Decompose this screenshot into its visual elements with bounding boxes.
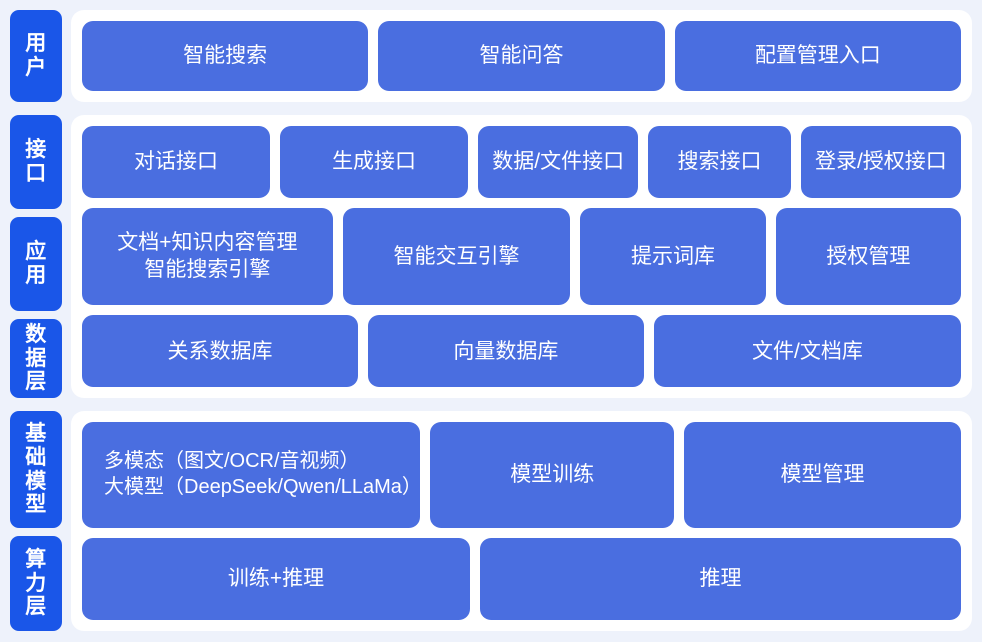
row-compute: 训练+推理 推理	[82, 537, 961, 621]
card-vector-database[interactable]: 向量数据库	[367, 315, 644, 387]
section-user: 用 户 智能搜索 智能问答 配置管理入口	[10, 10, 972, 102]
row-api: 对话接口 生成接口 数据/文件接口 搜索接口 登录/授权接口	[82, 126, 961, 198]
layer-label-char: 层	[25, 595, 47, 619]
card-authorization-management[interactable]: 授权管理	[775, 207, 961, 306]
card-line-1: 文档+知识内容管理	[117, 230, 298, 254]
section-platform: 接 口 应 用 数 据 层 对话接口 生成接口 数据/文件接口 搜索接口 登录/…	[10, 115, 972, 398]
layer-label-api: 接 口	[10, 115, 62, 209]
layer-label-char: 接	[25, 138, 47, 162]
layer-label-char: 力	[25, 571, 47, 595]
layer-label-char: 用	[25, 32, 47, 56]
card-dialog-api[interactable]: 对话接口	[82, 126, 271, 198]
layer-rail-infrastructure: 基 础 模 型 算 力 层	[10, 411, 62, 631]
row-data: 关系数据库 向量数据库 文件/文档库	[82, 315, 961, 387]
card-line-2: 大模型（DeepSeek/Qwen/LLaMa）	[104, 475, 422, 498]
panel-infrastructure: 多模态（图文/OCR/音视频） 大模型（DeepSeek/Qwen/LLaMa）…	[71, 411, 972, 631]
card-intelligent-interaction-engine[interactable]: 智能交互引擎	[342, 207, 571, 306]
card-intelligent-search[interactable]: 智能搜索	[82, 21, 369, 91]
layer-label-user: 用 户	[10, 10, 62, 102]
row-model: 多模态（图文/OCR/音视频） 大模型（DeepSeek/Qwen/LLaMa）…	[82, 422, 961, 528]
card-login-auth-api[interactable]: 登录/授权接口	[800, 126, 961, 198]
card-search-api[interactable]: 搜索接口	[648, 126, 791, 198]
card-inference[interactable]: 推理	[480, 537, 961, 621]
section-infrastructure: 基 础 模 型 算 力 层 多模态（图文/OCR/音视频） 大模型（DeepSe…	[10, 411, 972, 631]
layer-label-char: 户	[25, 56, 47, 79]
layer-label-char: 层	[25, 370, 47, 394]
card-config-management-entry[interactable]: 配置管理入口	[674, 21, 961, 91]
layer-label-char: 据	[25, 346, 47, 370]
card-document-knowledge-management[interactable]: 文档+知识内容管理 智能搜索引擎	[82, 207, 333, 306]
card-model-training[interactable]: 模型训练	[430, 422, 675, 528]
card-training-plus-inference[interactable]: 训练+推理	[82, 537, 470, 621]
panel-user: 智能搜索 智能问答 配置管理入口	[71, 10, 972, 102]
layer-rail-platform: 接 口 应 用 数 据 层	[10, 115, 62, 398]
card-file-document-store[interactable]: 文件/文档库	[653, 315, 961, 387]
card-generation-api[interactable]: 生成接口	[280, 126, 469, 198]
layer-label-foundation-model: 基 础 模 型	[10, 411, 62, 528]
panel-platform: 对话接口 生成接口 数据/文件接口 搜索接口 登录/授权接口 文档+知识内容管理…	[71, 115, 972, 398]
layer-label-char: 应	[25, 240, 47, 264]
card-prompt-library[interactable]: 提示词库	[580, 207, 766, 306]
card-intelligent-qa[interactable]: 智能问答	[378, 21, 665, 91]
layer-rail-user: 用 户	[10, 10, 62, 102]
card-line-1: 多模态（图文/OCR/音视频）	[104, 450, 360, 473]
layer-label-compute: 算 力 层	[10, 536, 62, 631]
card-relational-database[interactable]: 关系数据库	[82, 315, 358, 387]
layer-label-char: 口	[25, 162, 47, 185]
layer-label-char: 算	[25, 547, 47, 571]
card-multimodal-large-model[interactable]: 多模态（图文/OCR/音视频） 大模型（DeepSeek/Qwen/LLaMa）	[82, 422, 422, 528]
layer-label-char: 础	[25, 445, 47, 469]
layer-label-char: 基	[25, 421, 47, 445]
row-app: 文档+知识内容管理 智能搜索引擎 智能交互引擎 提示词库 授权管理	[82, 207, 961, 306]
layer-label-char: 用	[25, 264, 47, 287]
row-user: 智能搜索 智能问答 配置管理入口	[82, 21, 961, 91]
card-model-management[interactable]: 模型管理	[684, 422, 961, 528]
layer-label-char: 模	[25, 469, 47, 493]
layer-label-char: 型	[25, 493, 47, 517]
card-line-2: 智能搜索引擎	[144, 257, 271, 281]
layer-label-app: 应 用	[10, 217, 62, 311]
layer-label-data: 数 据 层	[10, 319, 62, 398]
layer-label-char: 数	[25, 322, 47, 346]
card-data-file-api[interactable]: 数据/文件接口	[478, 126, 639, 198]
